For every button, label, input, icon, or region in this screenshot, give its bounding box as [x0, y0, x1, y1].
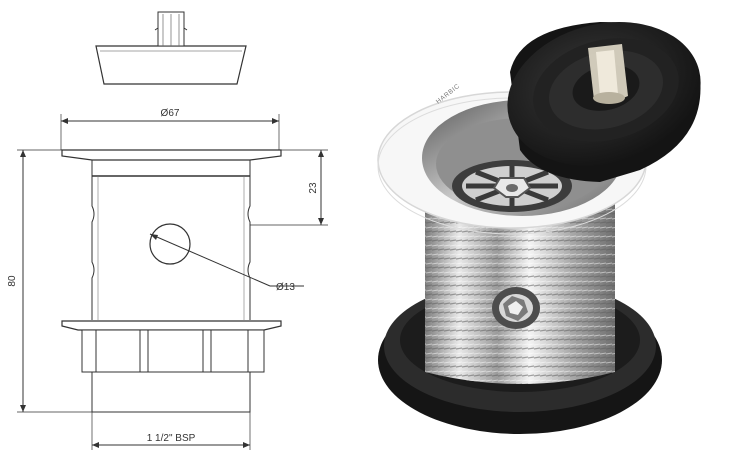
dim-total-height-label: 80 [7, 275, 18, 287]
plug-stem-photo [588, 44, 628, 104]
dim-hole-label: Ø13 [276, 282, 295, 293]
rubber-plug-photo [507, 22, 701, 182]
dim-top-height-line [250, 149, 328, 226]
technical-drawing [17, 11, 328, 450]
dim-thread-label: 1 1/2" BSP [147, 433, 196, 444]
plug-drawing [95, 11, 247, 85]
dim-diameter-line [60, 114, 280, 150]
dim-thread-line [91, 412, 251, 450]
body-drawing [91, 160, 251, 320]
thread-section-drawing [91, 372, 251, 413]
dim-diameter-label: Ø67 [161, 108, 180, 119]
flange-drawing [61, 149, 282, 161]
threaded-body-photo [425, 200, 615, 384]
overflow-hole-photo [492, 287, 540, 329]
product-photo: HARBIC [377, 22, 701, 434]
dim-top-height-label: 23 [308, 182, 319, 194]
dim-hole-leader [149, 233, 304, 287]
dim-total-height-line [17, 149, 92, 413]
strainer-grate-photo [452, 160, 572, 212]
backnut-drawing [61, 320, 282, 373]
overflow-hole-drawing [149, 223, 191, 265]
